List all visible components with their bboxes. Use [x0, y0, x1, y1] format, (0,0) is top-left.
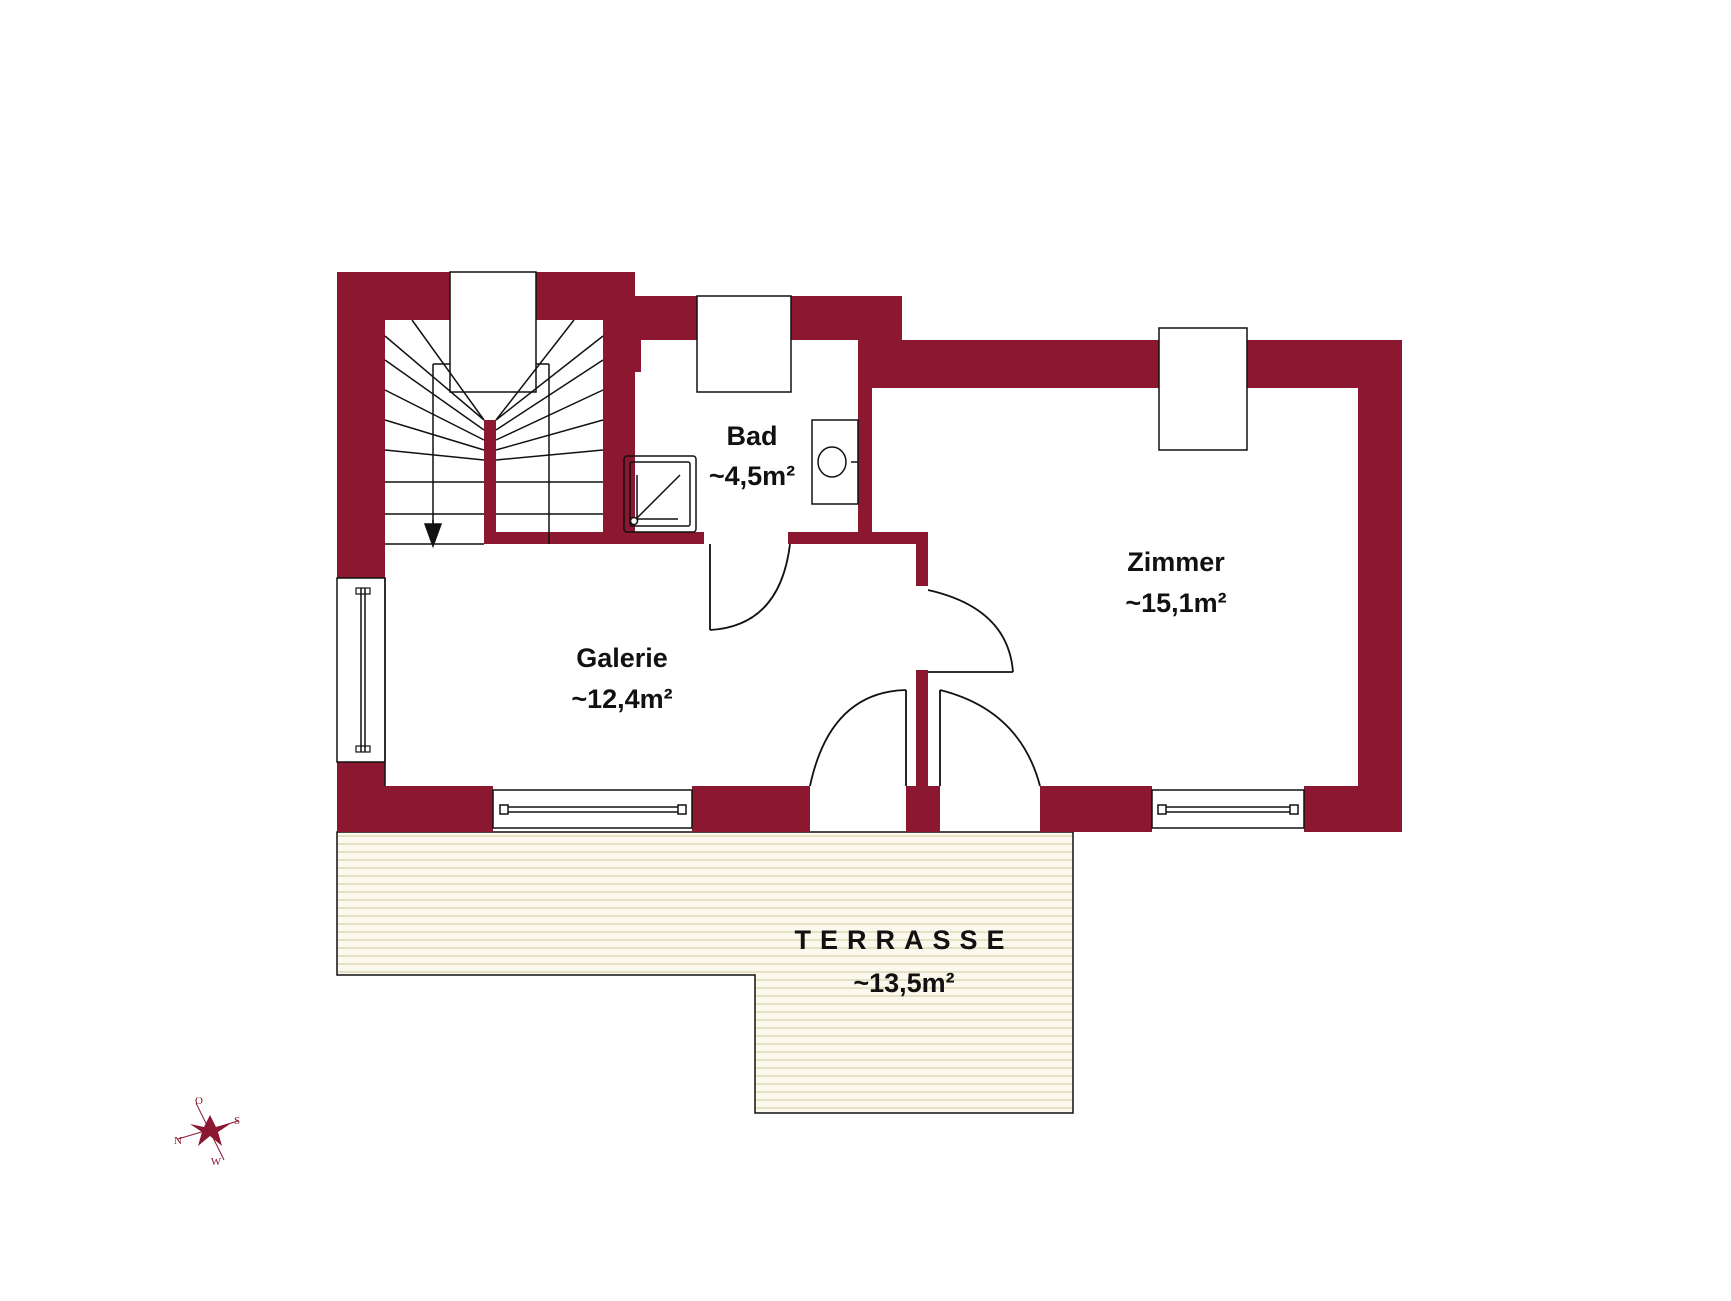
- wall-bad-top-step: [860, 296, 902, 340]
- terrace-deck: [336, 831, 1074, 1114]
- terrace-label: TERRASSE ~13,5m²: [794, 925, 1013, 998]
- wall-bad-bottom: [788, 532, 928, 544]
- wall-bottom-mid1: [692, 786, 810, 832]
- room-area-galerie: ~12,4m²: [571, 684, 672, 714]
- room-name-zimmer: Zimmer: [1127, 547, 1225, 577]
- window-zimmer: [1151, 789, 1305, 829]
- left-window: [336, 577, 386, 763]
- staircase-icon: [384, 271, 604, 549]
- room-area-zimmer: ~15,1m²: [1125, 588, 1226, 618]
- wall-left-lower: [337, 762, 385, 832]
- room-label-galerie: Galerie ~12,4m²: [571, 643, 672, 714]
- wall-bottom-mid2: [1040, 786, 1152, 832]
- room-area-bad: ~4,5m²: [709, 461, 795, 491]
- wall-zimmer-top: [858, 340, 1398, 388]
- wall-door-jamb: [916, 532, 928, 586]
- door-swing-icon: [709, 543, 1041, 787]
- skylight-icon: [696, 295, 1248, 451]
- door-bad: [709, 543, 791, 631]
- wall-stair-post: [484, 420, 496, 544]
- wall-bad-right: [858, 340, 872, 544]
- skylight-zimmer: [1158, 327, 1248, 451]
- compass-rose-icon: O S N W: [174, 1095, 240, 1168]
- shower-tray-icon: [623, 455, 697, 533]
- terrace-name: TERRASSE: [794, 925, 1013, 955]
- skylight-bad: [696, 295, 792, 393]
- wall-stair-bottom: [484, 532, 704, 544]
- door-zimmer: [927, 589, 1014, 673]
- door-terrace-right: [939, 689, 1041, 787]
- room-name-galerie: Galerie: [576, 643, 668, 673]
- washbasin-icon: [811, 419, 859, 505]
- wall-partition-lower: [906, 786, 940, 832]
- room-label-zimmer: Zimmer ~15,1m²: [1125, 547, 1226, 618]
- window-icon: [492, 789, 1305, 829]
- compass-east: O: [195, 1095, 203, 1107]
- compass-north: N: [174, 1135, 182, 1147]
- door-terrace-left: [809, 689, 907, 787]
- room-label-bad: Bad ~4,5m²: [709, 421, 795, 491]
- compass-south: S: [234, 1115, 240, 1127]
- terrace-area: ~13,5m²: [853, 968, 954, 998]
- wall-left: [337, 272, 385, 578]
- compass-west: W: [211, 1156, 222, 1168]
- window-galerie: [492, 789, 693, 829]
- wall-zimmer-right: [1358, 340, 1402, 830]
- wall-partition-upper: [916, 670, 928, 790]
- room-name-bad: Bad: [726, 421, 777, 451]
- walls: [337, 272, 1402, 832]
- wall-bottom-right: [1304, 786, 1402, 832]
- terrace: [336, 831, 1074, 1114]
